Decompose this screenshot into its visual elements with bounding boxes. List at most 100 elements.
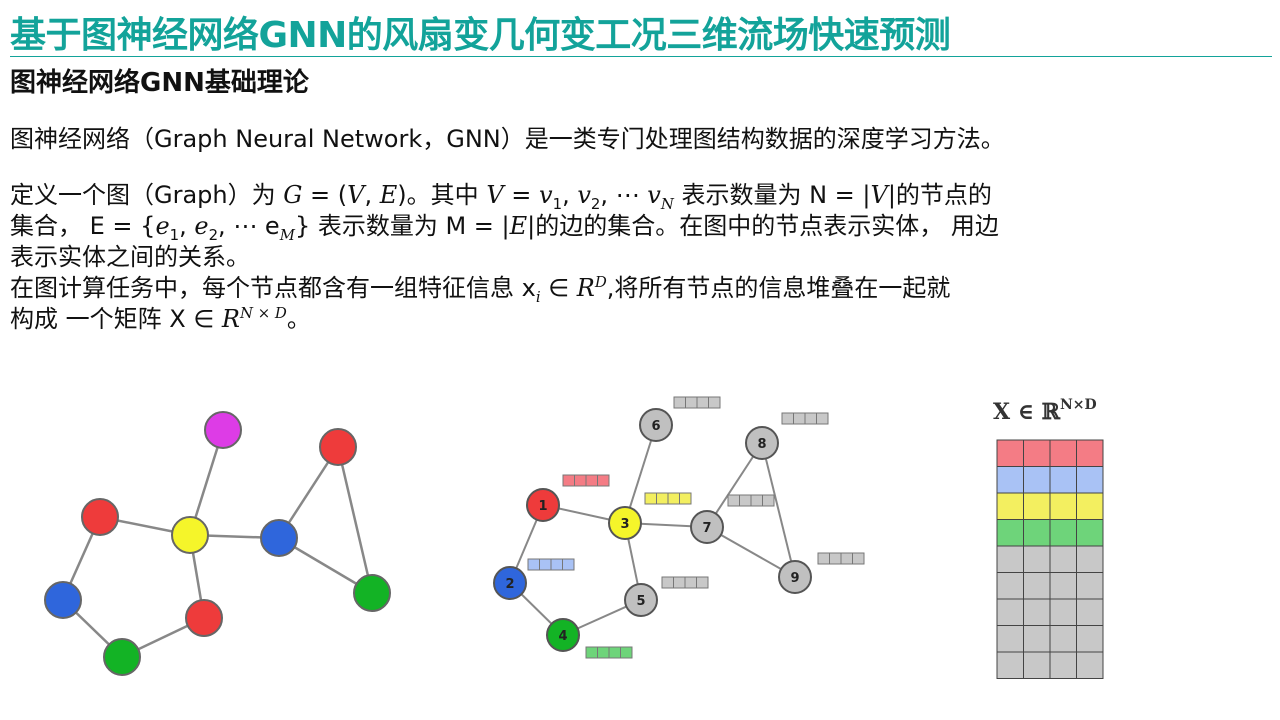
matrix-label: X ∈ ℝN×D (993, 397, 1097, 425)
intro-text: 图神经网络（Graph Neural Network，GNN）是一类专门处理图结… (10, 125, 1005, 153)
node-labels: 1 2 3 4 5 6 7 8 9 (505, 419, 799, 644)
graph-edge (624, 424, 657, 524)
feature-cell (597, 474, 610, 487)
math-R: R (221, 305, 240, 333)
matrix-cell (996, 492, 1024, 520)
feature-cell (829, 552, 842, 565)
feature-cell (708, 396, 721, 409)
matrix-cell (1076, 598, 1104, 626)
feature-cell (817, 552, 830, 565)
feature-cell (656, 492, 669, 505)
math-sub: 1 (552, 194, 563, 213)
matrix-cell (996, 651, 1024, 679)
node-label: 3 (620, 517, 629, 532)
feature-vectors (527, 396, 865, 659)
matrix-label-main: X ∈ ℝ (993, 399, 1061, 425)
matrix-cell (1023, 625, 1051, 653)
feature-cell (608, 646, 621, 659)
graph-node (493, 566, 527, 600)
def-text: ,将所有节点的信息堆叠在一起就 (606, 274, 951, 302)
feature-cell (840, 552, 853, 565)
feature-cell (685, 396, 698, 409)
graph-node (44, 581, 82, 619)
feature-cell (562, 474, 575, 487)
node-label: 8 (757, 437, 766, 452)
graph-node (171, 516, 209, 554)
graph-node (745, 426, 779, 460)
math-E: E (379, 181, 398, 209)
node-label: 1 (538, 499, 547, 514)
feature-cell (696, 576, 709, 589)
matrix-cell (1049, 598, 1077, 626)
matrix-cell (1076, 492, 1104, 520)
math-e: e (194, 212, 209, 240)
def-text: , (364, 181, 380, 209)
matrix-cell (1076, 625, 1104, 653)
feature-cell (750, 494, 763, 507)
math-V: V (870, 181, 888, 209)
matrix-cell (1023, 519, 1051, 547)
math-v: v (577, 181, 591, 209)
feature-cell (661, 576, 674, 589)
feature-cell (527, 558, 540, 571)
feature-cell (679, 492, 692, 505)
matrix-cell (1076, 519, 1104, 547)
feature-cell (585, 474, 598, 487)
matrix-cell (1076, 466, 1104, 494)
def-text: 定义一个图（Graph）为 (10, 181, 284, 209)
math-sub: 1 (169, 225, 180, 244)
graph-node (353, 574, 391, 612)
def-text: , ⋯ (600, 181, 648, 209)
feature-cell (539, 558, 552, 571)
feature-cell (673, 396, 686, 409)
feature-cell (727, 494, 740, 507)
def-text: 在图计算任务中，每个节点都含有一组特征信息 x (10, 274, 536, 302)
feature-cell (739, 494, 752, 507)
def-text: , (562, 181, 578, 209)
def-text: , (179, 212, 195, 240)
graph-edge (336, 446, 374, 594)
matrix-cells (996, 439, 1104, 679)
graph-node (546, 618, 580, 652)
feature-cell (644, 492, 657, 505)
graph-node (608, 506, 642, 540)
matrix-cell (1023, 439, 1051, 467)
def-text: 。其中 (406, 181, 487, 209)
math-sub: i (535, 287, 541, 306)
matrix-cell (996, 439, 1024, 467)
feature-cell (684, 576, 697, 589)
section-subtitle: 图神经网络GNN基础理论 (10, 68, 309, 98)
math-sub: 2 (208, 225, 219, 244)
feature-matrix-figure: X ∈ ℝN×D (975, 385, 1135, 689)
def-text: ∈ (540, 274, 577, 302)
matrix-cell (1023, 572, 1051, 600)
graph-node (624, 583, 658, 617)
graph-node (526, 488, 560, 522)
graph-node (204, 411, 242, 449)
feature-matrix: X ∈ ℝN×D (993, 397, 1104, 679)
def-text: , ⋯ e (218, 212, 280, 240)
node-label: 2 (505, 577, 514, 592)
node-label: 4 (558, 629, 567, 644)
def-text: ) (397, 181, 407, 209)
feature-cell (781, 412, 794, 425)
graph-nodes (493, 408, 812, 652)
matrix-cell (996, 545, 1024, 573)
math-v: v (647, 181, 661, 209)
def-text: 集合， E = { (10, 212, 156, 240)
feature-cell (793, 412, 806, 425)
feature-cell (816, 412, 829, 425)
node-label: 9 (790, 571, 799, 586)
graph-node (319, 428, 357, 466)
matrix-cell (1076, 572, 1104, 600)
matrix-cell (1023, 598, 1051, 626)
feature-cell (550, 558, 563, 571)
matrix-cell (1076, 651, 1104, 679)
matrix-cell (1023, 545, 1051, 573)
def-text: 。 (286, 305, 311, 333)
matrix-cell (1049, 466, 1077, 494)
node-label: 5 (636, 594, 645, 609)
feature-cell (804, 412, 817, 425)
math-V: V (347, 181, 365, 209)
definition-paragraph: 定义一个图（Graph）为 G = (V, E)。其中 V = v1, v2, … (10, 180, 999, 335)
